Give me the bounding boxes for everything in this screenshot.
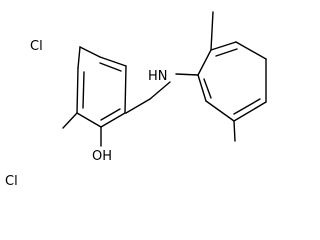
atom-label-hydroxyl: OH — [92, 149, 112, 164]
bond-ring2-g — [197, 74, 207, 102]
bond-ring1-double-c — [82, 71, 85, 109]
chlorophenol-ring — [76, 46, 127, 128]
bond-ring1-g — [76, 67, 79, 114]
bond-ring1-double-b — [100, 108, 121, 121]
bond-methyl-bottom — [233, 120, 236, 142]
bond-cl-bottom — [62, 112, 78, 129]
bond-ring1-e — [100, 112, 126, 128]
bond-ring2-c — [235, 41, 267, 60]
atom-label-cl-top: Cl — [30, 39, 43, 54]
substituent-bonds — [62, 81, 171, 147]
bond-ring2-double-b — [233, 98, 261, 115]
bond-ring2-double-c — [203, 78, 212, 99]
bond-ring2-a — [197, 49, 212, 76]
bond-ch2-left — [125, 98, 151, 114]
bond-methyl-top — [210, 11, 214, 51]
bond-ring2-double-a — [215, 48, 238, 57]
bond-ring1-double-a — [99, 62, 122, 72]
bond-ring1-c — [99, 56, 127, 67]
bond-ring1-b — [79, 46, 101, 58]
bond-ch2-right — [149, 81, 171, 100]
chemical-structure-diagram: Cl Cl OH HN — [5, 11, 267, 185]
bond-nh-ring2 — [175, 73, 199, 76]
bond-ring1-d — [124, 65, 127, 114]
bond-ring1-a — [77, 46, 81, 69]
xylyl-ring — [175, 11, 267, 142]
bond-ring2-b — [210, 41, 237, 51]
bond-ring2-f — [205, 100, 235, 122]
atom-label-cl-bottom: Cl — [5, 174, 18, 185]
bond-ring1-f — [76, 112, 102, 128]
atom-label-amine: HN — [148, 69, 168, 84]
bond-ring2-e — [233, 101, 267, 122]
